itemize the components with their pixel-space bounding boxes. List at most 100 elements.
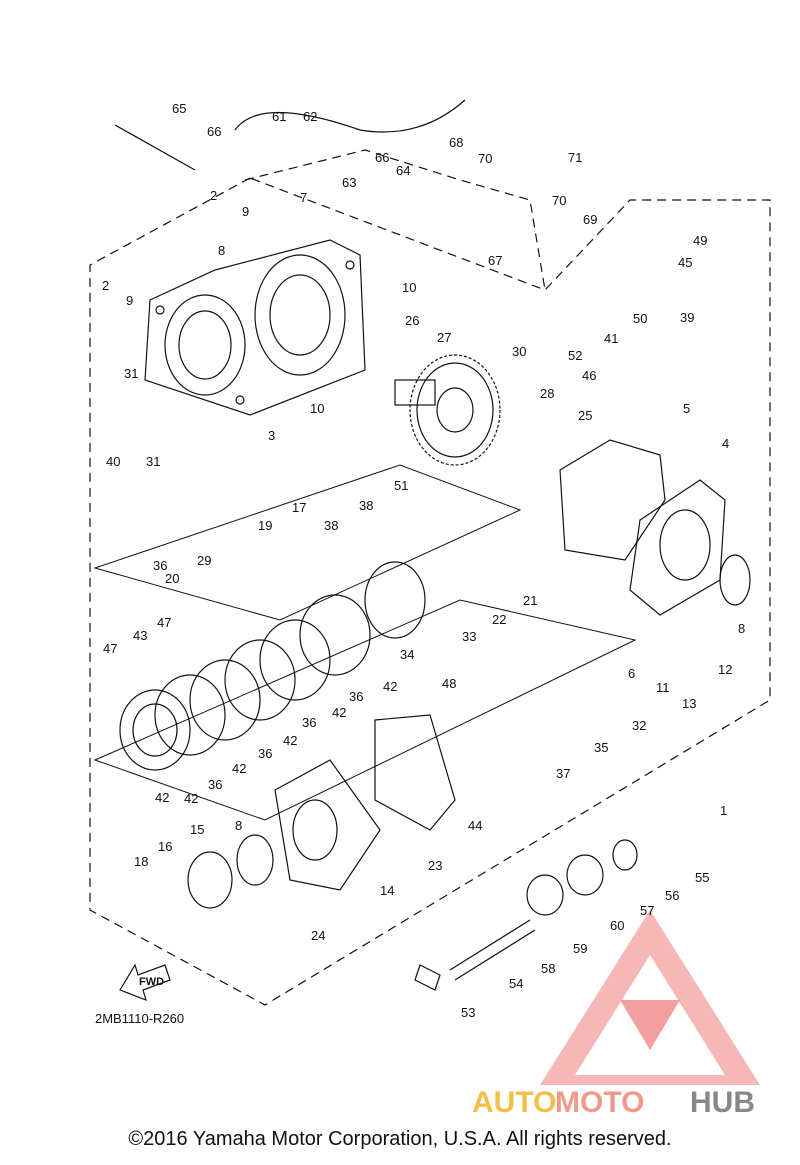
part-callout-5: 5 <box>683 401 690 416</box>
part-callout-36: 36 <box>302 715 316 730</box>
part-callout-29: 29 <box>197 553 211 568</box>
rear-cover <box>559 439 751 616</box>
part-callout-8: 8 <box>218 243 225 258</box>
part-callout-61: 61 <box>272 109 286 124</box>
watermark-hub: HUB <box>690 1086 755 1119</box>
clutch-frame <box>93 599 637 821</box>
long-bolt <box>114 124 196 171</box>
part-callout-43: 43 <box>133 628 147 643</box>
part-callout-37: 37 <box>556 766 570 781</box>
housing-boundary <box>244 149 546 291</box>
part-callout-45: 45 <box>678 255 692 270</box>
part-callout-50: 50 <box>633 311 647 326</box>
part-callout-8: 8 <box>738 621 745 636</box>
part-callout-14: 14 <box>380 883 394 898</box>
part-callout-47: 47 <box>157 615 171 630</box>
part-callout-6: 6 <box>628 666 635 681</box>
part-callout-67: 67 <box>488 253 502 268</box>
part-callout-35: 35 <box>594 740 608 755</box>
part-callout-42: 42 <box>184 791 198 806</box>
part-callout-2: 2 <box>210 188 217 203</box>
part-callout-49: 49 <box>693 233 707 248</box>
part-callout-13: 13 <box>682 696 696 711</box>
fwd-label: FWD <box>139 976 164 988</box>
part-callout-36: 36 <box>153 558 167 573</box>
part-callout-31: 31 <box>146 454 160 469</box>
part-callout-63: 63 <box>342 175 356 190</box>
part-callout-55: 55 <box>695 870 709 885</box>
part-callout-58: 58 <box>541 961 555 976</box>
part-callout-42: 42 <box>232 761 246 776</box>
part-callout-56: 56 <box>665 888 679 903</box>
part-callout-7: 7 <box>300 190 307 205</box>
part-callout-17: 17 <box>292 500 306 515</box>
part-callout-71: 71 <box>568 150 582 165</box>
part-callout-10: 10 <box>310 401 324 416</box>
part-callout-15: 15 <box>190 822 204 837</box>
part-callout-44: 44 <box>468 818 482 833</box>
part-callout-1: 1 <box>720 803 727 818</box>
part-callout-53: 53 <box>461 1005 475 1020</box>
watermark-moto: MOTO <box>555 1086 644 1119</box>
callout-layer: 1223456788899101011121314151617181920212… <box>102 101 745 1020</box>
part-callout-48: 48 <box>442 676 456 691</box>
part-callout-51: 51 <box>394 478 408 493</box>
part-callout-70: 70 <box>478 151 492 166</box>
part-callout-19: 19 <box>258 518 272 533</box>
watermark-auto: AUTO <box>472 1086 556 1119</box>
part-callout-42: 42 <box>383 679 397 694</box>
part-callout-18: 18 <box>134 854 148 869</box>
part-callout-28: 28 <box>540 386 554 401</box>
part-callout-2: 2 <box>102 278 109 293</box>
part-callout-60: 60 <box>610 918 624 933</box>
lower-shafts <box>187 834 638 991</box>
part-callout-31: 31 <box>124 366 138 381</box>
part-callout-65: 65 <box>172 101 186 116</box>
part-callout-21: 21 <box>523 593 537 608</box>
part-callout-25: 25 <box>578 408 592 423</box>
part-callout-69: 69 <box>583 212 597 227</box>
part-callout-26: 26 <box>405 313 419 328</box>
output-housing <box>274 714 456 891</box>
part-callout-38: 38 <box>324 518 338 533</box>
part-callout-9: 9 <box>126 293 133 308</box>
part-callout-36: 36 <box>208 777 222 792</box>
part-callout-66: 66 <box>207 124 221 139</box>
part-callout-38: 38 <box>359 498 373 513</box>
part-callout-42: 42 <box>283 733 297 748</box>
part-callout-9: 9 <box>242 204 249 219</box>
part-callout-10: 10 <box>402 280 416 295</box>
shaft-frame <box>93 464 522 621</box>
copyright-notice: ©2016 Yamaha Motor Corporation, U.S.A. A… <box>128 1128 672 1150</box>
part-callout-33: 33 <box>462 629 476 644</box>
part-callout-24: 24 <box>311 928 325 943</box>
part-callout-47: 47 <box>103 641 117 656</box>
part-callout-54: 54 <box>509 976 523 991</box>
part-callout-41: 41 <box>604 331 618 346</box>
part-callout-11: 11 <box>656 680 670 695</box>
part-callout-66: 66 <box>375 150 389 165</box>
drawing-code: 2MB1110-R260 <box>95 1011 184 1026</box>
part-callout-57: 57 <box>640 903 654 918</box>
part-callout-3: 3 <box>268 428 275 443</box>
part-callout-8: 8 <box>235 818 242 833</box>
fwd-arrow-icon: FWD <box>119 963 171 1001</box>
part-callout-12: 12 <box>718 662 732 677</box>
part-callout-52: 52 <box>568 348 582 363</box>
part-callout-39: 39 <box>680 310 694 325</box>
ring-gear <box>394 354 501 466</box>
part-callout-4: 4 <box>722 436 729 451</box>
part-callout-30: 30 <box>512 344 526 359</box>
part-callout-42: 42 <box>155 790 169 805</box>
part-callout-23: 23 <box>428 858 442 873</box>
part-callout-27: 27 <box>437 330 451 345</box>
part-callout-62: 62 <box>303 109 317 124</box>
part-callout-59: 59 <box>573 941 587 956</box>
part-callout-36: 36 <box>258 746 272 761</box>
clutch-pack <box>119 561 426 771</box>
part-callout-70: 70 <box>552 193 566 208</box>
part-callout-36: 36 <box>349 689 363 704</box>
part-callout-34: 34 <box>400 647 414 662</box>
part-callout-42: 42 <box>332 705 346 720</box>
